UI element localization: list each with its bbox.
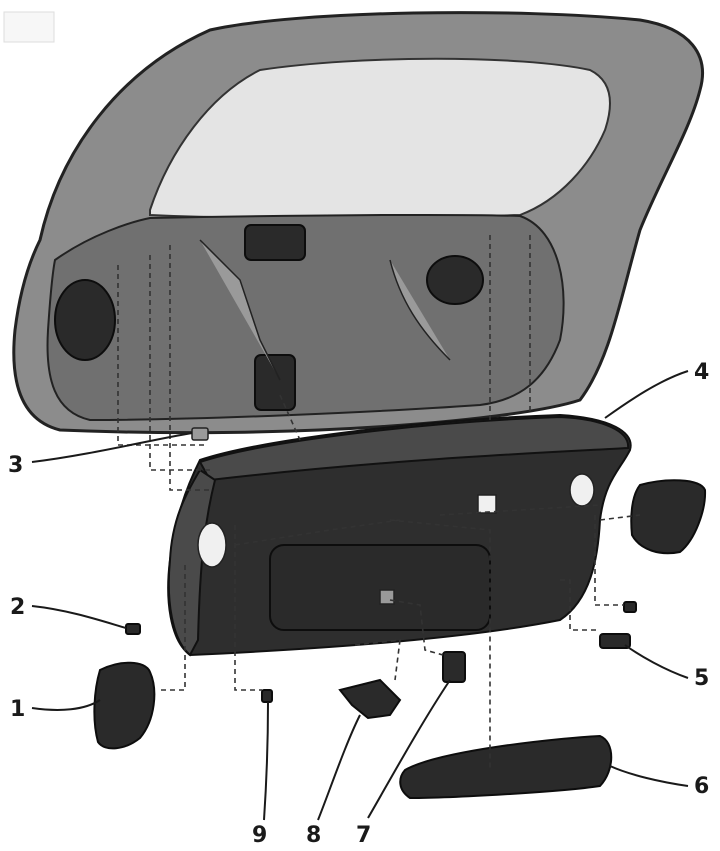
callout-7: 7 xyxy=(356,823,371,848)
leader-7 xyxy=(367,679,451,819)
leader-5 xyxy=(624,644,689,679)
callout-1: 1 xyxy=(10,697,25,722)
leader-4 xyxy=(604,370,689,419)
callout-5: 5 xyxy=(694,666,709,691)
leader-3 xyxy=(31,432,193,463)
handle-recess xyxy=(269,544,491,631)
left-side-cover xyxy=(93,661,156,750)
corner-patch xyxy=(3,11,55,43)
callouts: 1 2 3 4 5 6 7 8 9 xyxy=(8,360,709,848)
latch-assembly xyxy=(254,354,296,411)
leader-9 xyxy=(263,701,269,821)
trim-panel xyxy=(167,413,632,657)
grab-handle xyxy=(399,734,613,800)
callout-4: 4 xyxy=(694,360,709,385)
wiring-channel xyxy=(199,239,281,381)
trim-clip-small xyxy=(379,589,395,605)
switch-item-7 xyxy=(442,651,466,683)
tailgate-body xyxy=(12,11,704,435)
leader-2 xyxy=(31,605,127,629)
clip-item-5 xyxy=(599,633,631,649)
callout-3: 3 xyxy=(8,453,23,478)
inner-rib xyxy=(389,259,451,361)
trim-clip-hole-right xyxy=(569,473,595,507)
callout-9: 9 xyxy=(252,823,267,848)
leader-lines xyxy=(31,370,689,821)
leader-8 xyxy=(317,714,361,821)
trim-panel-top-lip xyxy=(198,415,630,482)
right-side-cover xyxy=(630,479,707,555)
cavity-left xyxy=(54,279,116,361)
screw-right xyxy=(623,601,637,613)
screw-item-9 xyxy=(261,689,273,703)
leader-1 xyxy=(31,699,101,711)
leader-6 xyxy=(609,765,689,787)
lock-mechanism xyxy=(244,224,306,261)
callout-6: 6 xyxy=(694,774,709,799)
trim-clip-hole-left xyxy=(197,522,227,568)
bracket-item-8 xyxy=(338,678,402,720)
clip-item-2 xyxy=(125,623,141,635)
clip-item-3 xyxy=(191,427,209,441)
trim-clip-slot-center xyxy=(477,494,497,514)
cavity-right xyxy=(426,255,484,305)
callout-2: 2 xyxy=(10,595,25,620)
assembly-guide-lines xyxy=(117,235,641,770)
callout-8: 8 xyxy=(306,823,321,848)
